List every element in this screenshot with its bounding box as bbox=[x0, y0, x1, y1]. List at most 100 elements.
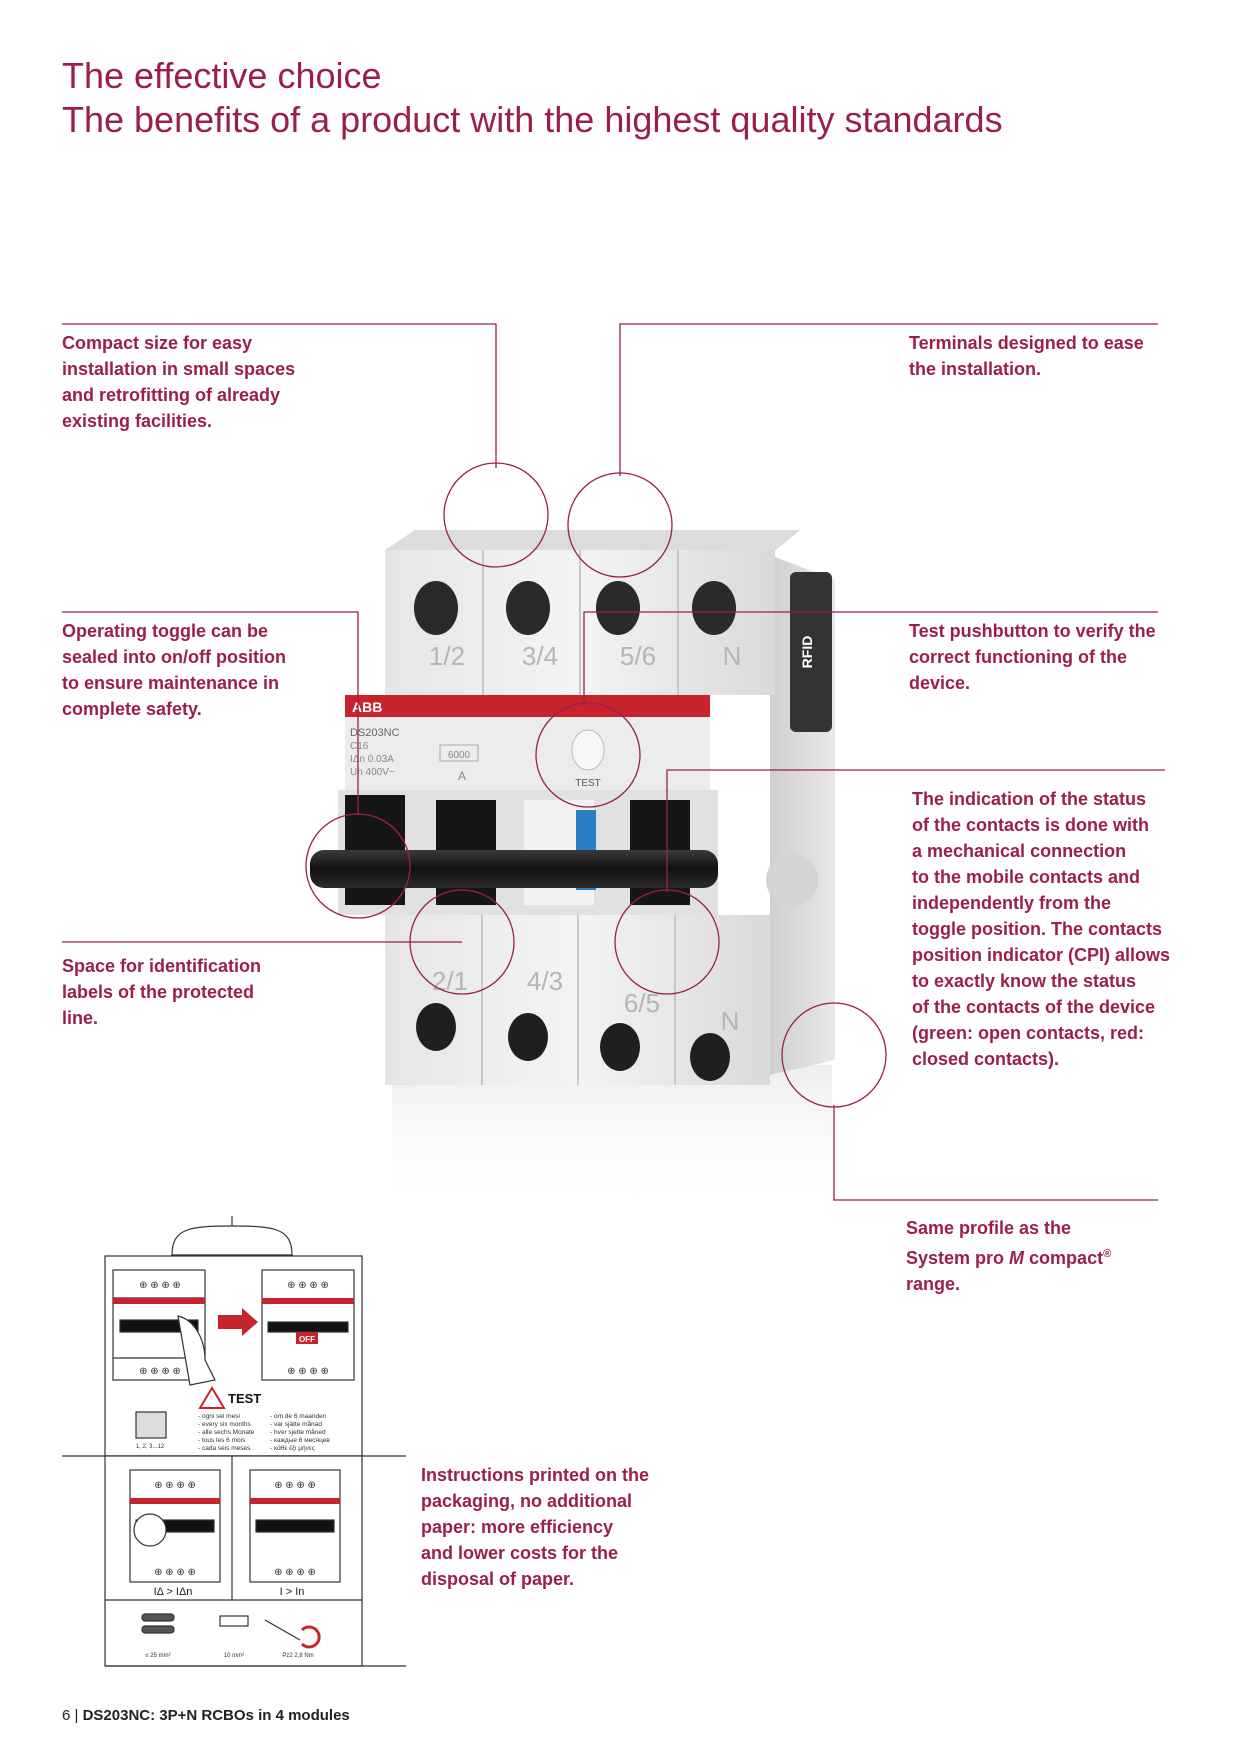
side-knockout bbox=[766, 854, 818, 906]
bottom-hole-4 bbox=[690, 1033, 730, 1081]
callout-toggle: Operating toggle can be sealed into on/o… bbox=[62, 618, 286, 722]
terminal-label-top-1: 1/2 bbox=[429, 641, 465, 671]
pkg-cond-left: IΔ > IΔn bbox=[154, 1586, 193, 1598]
callout-instructions: Instructions printed on the packaging, n… bbox=[421, 1462, 649, 1592]
callout-line: Space for identification bbox=[62, 956, 262, 976]
callout-line: and retrofitting of already bbox=[62, 385, 281, 405]
callout-line: Operating toggle can be bbox=[62, 621, 269, 641]
leader-test bbox=[583, 611, 1158, 706]
toggle-handle-bar bbox=[310, 850, 718, 888]
leader-compact bbox=[62, 323, 497, 468]
pkg-hang-tab bbox=[171, 1225, 293, 1256]
freq-right-3: - hver sjette måned bbox=[270, 1428, 326, 1436]
terminal-label-top-4: N bbox=[723, 641, 742, 671]
screw-hole-4 bbox=[692, 581, 736, 635]
svg-text:⊕ ⊕ ⊕ ⊕: ⊕ ⊕ ⊕ ⊕ bbox=[154, 1567, 196, 1578]
callout-same-profile: Same profile as the System pro M compact… bbox=[906, 1215, 1111, 1297]
title-line-2: The benefits of a product with the highe… bbox=[62, 99, 1003, 140]
circle-terminals bbox=[567, 472, 673, 578]
pkg-test-title: TEST bbox=[228, 1391, 261, 1406]
warning-icon bbox=[198, 1386, 226, 1409]
svg-text:⊕ ⊕ ⊕ ⊕: ⊕ ⊕ ⊕ ⊕ bbox=[287, 1280, 329, 1291]
torque-label: Pz2 2,8 Nm bbox=[282, 1653, 313, 1659]
callout-test-pushbutton: Test pushbutton to verify the correct fu… bbox=[909, 618, 1156, 696]
callout-leaders bbox=[62, 323, 1165, 1201]
callout-line: complete safety. bbox=[62, 699, 202, 719]
pkg-mini-device-3: ⊕ ⊕ ⊕ ⊕ ⊕ ⊕ ⊕ ⊕ bbox=[129, 1469, 221, 1583]
callout-line: range. bbox=[906, 1274, 961, 1294]
test-pushbutton[interactable] bbox=[571, 729, 605, 771]
registered-mark: ® bbox=[1103, 1248, 1112, 1260]
pkg-mini-device-1: ⊕ ⊕ ⊕ ⊕ ⊕ ⊕ ⊕ ⊕ bbox=[112, 1269, 216, 1386]
sensitivity-label: IΔn 0.03A bbox=[350, 754, 394, 765]
callout-line: correct functioning of the bbox=[909, 647, 1127, 667]
red-band bbox=[345, 695, 710, 717]
terminal-label-bottom-1: 2/1 bbox=[432, 966, 468, 996]
leader-indication bbox=[666, 769, 1165, 892]
leader-profile bbox=[833, 1105, 1158, 1201]
svg-text:⊕ ⊕ ⊕ ⊕: ⊕ ⊕ ⊕ ⊕ bbox=[154, 1480, 196, 1491]
callout-terminals: Terminals designed to ease the installat… bbox=[909, 330, 1144, 382]
screw-hole-1 bbox=[414, 581, 458, 635]
callout-line: device. bbox=[909, 673, 971, 693]
callout-text-part: compact bbox=[1024, 1248, 1104, 1268]
rfid-label: RFID bbox=[799, 636, 815, 669]
callout-line: the installation. bbox=[909, 359, 1042, 379]
wire-size-1: ≤ 25 mm² bbox=[145, 1653, 170, 1659]
freq-left-5: - cada seis meses bbox=[198, 1445, 251, 1452]
callout-line: to exactly know the status bbox=[912, 971, 1137, 991]
freq-left-4: - tous les 6 mois bbox=[198, 1437, 246, 1444]
callout-line: labels of the protected bbox=[62, 982, 255, 1002]
test-button-label: TEST bbox=[575, 778, 601, 789]
circle-toggle bbox=[305, 813, 411, 919]
circle-labels bbox=[409, 889, 515, 995]
terminal-label-bottom-2: 4/3 bbox=[527, 966, 563, 996]
title-line-1: The effective choice bbox=[62, 55, 382, 96]
freq-left-1: - ogni sei mesi bbox=[198, 1413, 240, 1420]
svg-text:⊕ ⊕ ⊕ ⊕: ⊕ ⊕ ⊕ ⊕ bbox=[287, 1366, 329, 1377]
freq-left-3: - alle sechs Monate bbox=[198, 1429, 255, 1436]
callout-line: installation in small spaces bbox=[62, 359, 296, 379]
callout-line: paper: more efficiency bbox=[421, 1517, 614, 1537]
callout-line: of the contacts is done with bbox=[912, 815, 1150, 835]
screw-hole-3 bbox=[596, 581, 640, 635]
calendar-icon bbox=[135, 1411, 167, 1439]
bottom-hole-2 bbox=[508, 1013, 548, 1061]
pkg-lower-panel bbox=[104, 1455, 363, 1667]
terminal-label-bottom-4: N bbox=[721, 1006, 740, 1036]
screw-hole-2 bbox=[506, 581, 550, 635]
page-footer: 6 | DS203NC: 3P+N RCBOs in 4 modules bbox=[62, 1707, 350, 1724]
callout-line: of the contacts of the device bbox=[912, 997, 1156, 1017]
strip-gauge-icon bbox=[219, 1615, 249, 1627]
callout-line: The indication of the status bbox=[912, 789, 1147, 809]
pkg-arrow bbox=[218, 1308, 258, 1336]
type-label: A bbox=[458, 769, 466, 783]
model-label: DS203NC bbox=[350, 727, 400, 739]
callout-contact-indication: The indication of the status of the cont… bbox=[912, 786, 1170, 1072]
callout-line: and lower costs for the bbox=[421, 1543, 619, 1563]
circle-profile bbox=[781, 1002, 887, 1108]
freq-left-2: - every six months bbox=[198, 1421, 251, 1428]
circle-indication bbox=[614, 889, 720, 995]
breaking-label: 6000 bbox=[448, 750, 471, 761]
callout-line: position indicator (CPI) allows bbox=[912, 945, 1171, 965]
callout-line: Test pushbutton to verify the bbox=[909, 621, 1156, 641]
freq-right-1: - om de 6 maanden bbox=[270, 1413, 327, 1420]
torque-arrow-icon bbox=[300, 1625, 321, 1649]
bottom-hole-3 bbox=[600, 1023, 640, 1071]
callout-identification-labels: Space for identification labels of the p… bbox=[62, 953, 261, 1031]
footer-title: DS203NC: 3P+N RCBOs in 4 modules bbox=[82, 1707, 350, 1724]
freq-right-5: - κάθε έξι μήνες bbox=[270, 1444, 315, 1452]
screwdriver-icon bbox=[264, 1619, 301, 1641]
device-reflection bbox=[392, 1065, 832, 1215]
callout-line: disposal of paper. bbox=[421, 1569, 575, 1589]
callout-line: closed contacts). bbox=[912, 1049, 1060, 1069]
svg-text:⊕ ⊕ ⊕ ⊕: ⊕ ⊕ ⊕ ⊕ bbox=[139, 1366, 181, 1377]
circle-test bbox=[535, 702, 641, 808]
packaging-drawing: ⊕ ⊕ ⊕ ⊕ ⊕ ⊕ ⊕ ⊕ OFF ⊕ ⊕ ⊕ ⊕ ⊕ ⊕ ⊕ ⊕ TEST… bbox=[62, 1216, 406, 1667]
callout-line: Compact size for easy bbox=[62, 333, 253, 353]
callout-line: (green: open contacts, red: bbox=[912, 1023, 1145, 1043]
footer-separator: | bbox=[74, 1707, 83, 1724]
callout-line: a mechanical connection bbox=[912, 841, 1127, 861]
